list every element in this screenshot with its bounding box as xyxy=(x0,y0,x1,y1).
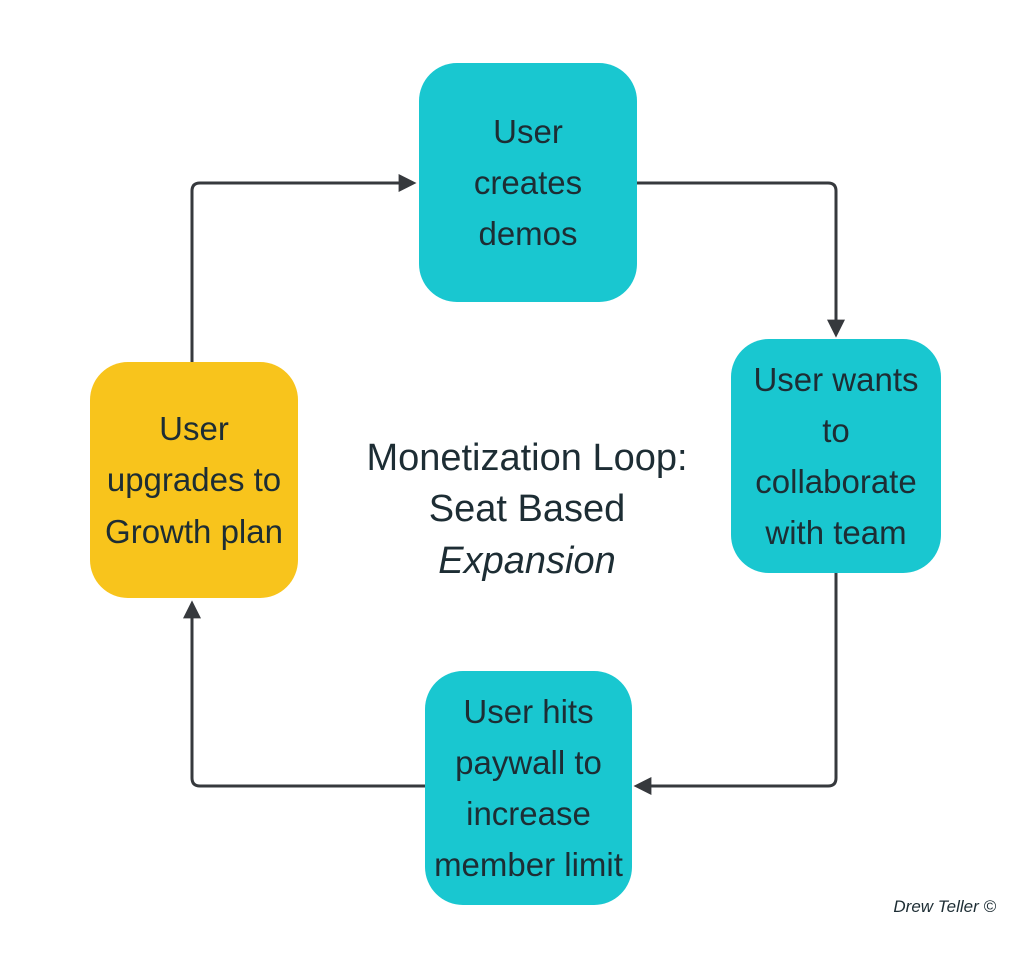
diagram-title: Monetization Loop: Seat Based Expansion xyxy=(327,433,727,587)
node-user-creates-demos[interactable]: User creates demos xyxy=(419,63,637,302)
node-label: User upgrades to Growth plan xyxy=(105,410,283,550)
node-label: User wants to collaborate with team xyxy=(753,360,919,552)
node-user-wants-to-collaborate[interactable]: User wants to collaborate with team xyxy=(731,339,941,573)
arrow-right-to-bottom xyxy=(633,573,838,795)
diagram-title-line-2: Seat Based xyxy=(428,488,626,531)
node-label: User hits paywall to increase member lim… xyxy=(434,692,623,884)
arrow-left-to-top xyxy=(190,174,417,363)
arrow-bottom-to-left xyxy=(183,600,425,788)
diagram-title-line-1: Monetization Loop: xyxy=(366,437,688,479)
diagram-title-line-3: Expansion xyxy=(438,539,616,582)
author-credit: Drew Teller © xyxy=(893,897,996,916)
node-user-upgrades-growth-plan[interactable]: User upgrades to Growth plan xyxy=(90,362,298,598)
node-user-hits-paywall[interactable]: User hits paywall to increase member lim… xyxy=(425,671,632,905)
arrow-top-to-right xyxy=(637,181,845,338)
node-label: User creates demos xyxy=(473,112,583,253)
